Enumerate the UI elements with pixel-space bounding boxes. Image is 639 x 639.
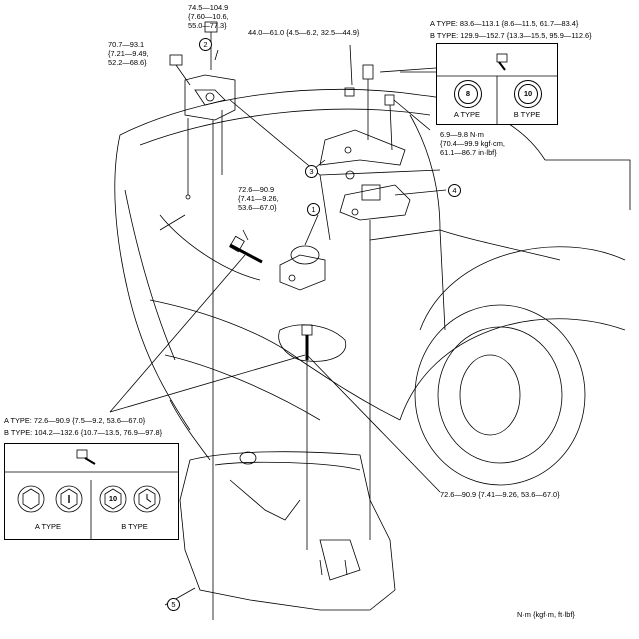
- bolt-head-box-bottom: 10 A TYPE B TYPE: [4, 443, 179, 540]
- torque-label-top-a-type: A TYPE: 83.6—113.1 {8.6—11.5, 61.7—83.4}: [430, 19, 579, 28]
- torque-label-small-bolt: 6.9—9.8 N·m {70.4—99.9 kgf·cm, 61.1—86.7…: [440, 130, 505, 157]
- torque-label-bottom-a-type: A TYPE: 72.6—90.9 {7.5—9.2, 53.6—67.0}: [4, 416, 146, 425]
- torque-label-top-b-type: B TYPE: 129.9—152.7 {13.3—15.5, 95.9—112…: [430, 31, 592, 40]
- callout-1: 1: [307, 203, 320, 216]
- torque-label-bottom-b-type: B TYPE: 104.2—132.6 {10.7—13.5, 76.9—97.…: [4, 428, 163, 437]
- callout-4: 4: [448, 184, 461, 197]
- bolt-head-mark-a-value: 8: [458, 84, 478, 104]
- box-top-b-type-label: B TYPE: [513, 110, 541, 119]
- callout-3: 3: [305, 165, 318, 178]
- torque-label-lower-bolt: 72.6—90.9 {7.41—9.26, 53.6—67.0}: [440, 490, 560, 499]
- torque-label-mount2-upper: 74.5—104.9 {7.60—10.6, 55.0—77.3}: [188, 3, 229, 30]
- bolt-head-mark-b-icon: 10: [514, 80, 542, 108]
- bolt-head-box-top: 8 10 A TYPE B TYPE: [436, 43, 558, 125]
- bolt-head-mark-a-icon: 8: [454, 80, 482, 108]
- torque-label-mount2-side: 70.7—93.1 {7.21—9.49, 52.2—68.6}: [108, 40, 149, 67]
- box-bottom-b-type-label: B TYPE: [121, 522, 148, 531]
- unit-label: N·m {kgf·m, ft·lbf}: [517, 610, 575, 619]
- bolt-icon: [437, 53, 557, 124]
- box-top-a-type-label: A TYPE: [453, 110, 481, 119]
- callout-5: 5: [167, 598, 180, 611]
- bolt-head-mark-b-value: 10: [518, 84, 538, 104]
- box-bottom-a-type-label: A TYPE: [34, 522, 62, 531]
- bolt-icon: [5, 449, 178, 539]
- callout-2: 2: [199, 38, 212, 51]
- torque-label-mount1-bolt: 72.6—90.9 {7.41—9.26, 53.6—67.0}: [238, 185, 279, 212]
- bolt-head-mark-b-value: 10: [108, 494, 118, 503]
- torque-label-mount3-nut: 44.0—61.0 {4.5—6.2, 32.5—44.9}: [248, 28, 360, 37]
